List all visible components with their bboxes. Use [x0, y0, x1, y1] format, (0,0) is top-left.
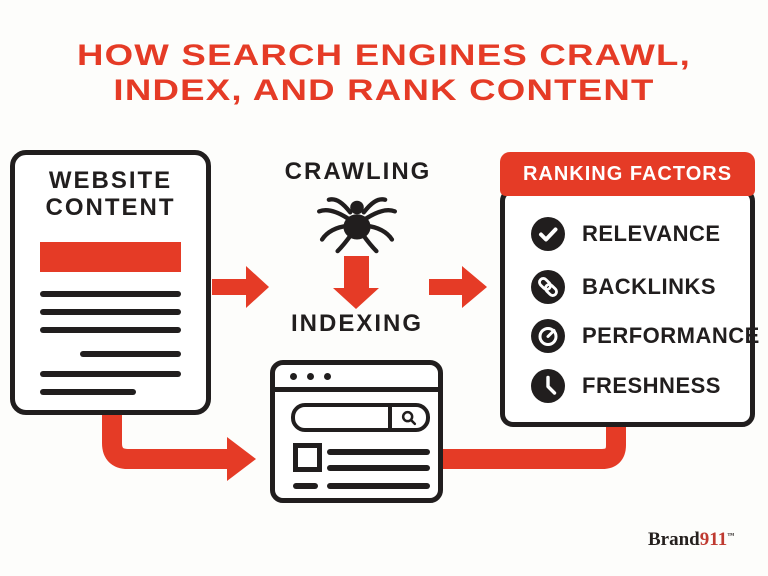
page-title-line2: INDEX, AND RANK CONTENT — [113, 74, 655, 107]
website-card-title-line2: CONTENT — [45, 194, 176, 221]
website-content-card: WEBSITE CONTENT — [10, 150, 211, 415]
arrow-right-icon — [212, 266, 269, 308]
ranking-item-backlinks: BACKLINKS — [531, 270, 716, 304]
ranking-item-label: BACKLINKS — [582, 274, 717, 299]
ranking-item-performance: PERFORMANCE — [531, 319, 760, 353]
text-line — [40, 327, 181, 333]
highlight-bar — [40, 242, 181, 272]
text-line — [40, 309, 181, 315]
thumbnail-square — [293, 443, 322, 472]
search-button — [388, 407, 426, 428]
browser-toolbar-divider — [275, 387, 438, 392]
ranking-item-label: PERFORMANCE — [582, 323, 760, 348]
page-title: HOW SEARCH ENGINES CRAWL, INDEX, AND RAN… — [0, 38, 768, 108]
ranking-item-label: FRESHNESS — [582, 373, 721, 398]
trademark-symbol: ™ — [727, 531, 735, 540]
search-icon — [401, 410, 417, 425]
indexing-label: INDEXING — [290, 310, 424, 337]
arrowhead-right-icon — [227, 437, 256, 481]
website-card-title-line1: WEBSITE — [48, 167, 173, 194]
page-title-line1: HOW SEARCH ENGINES CRAWL, — [76, 39, 692, 72]
text-line — [80, 351, 181, 357]
browser-dots-icon — [290, 373, 331, 380]
text-line — [40, 291, 181, 297]
text-line — [40, 389, 136, 395]
search-bar — [291, 403, 430, 432]
arrow-right-icon — [429, 266, 488, 308]
ranking-item-freshness: FRESHNESS — [531, 369, 721, 403]
brand-name-suffix: 911 — [699, 529, 728, 550]
ranking-factors-header: RANKING FACTORS — [500, 152, 755, 196]
text-line — [327, 483, 430, 489]
arrow-shaft — [344, 256, 369, 288]
link-icon — [531, 270, 565, 304]
flow-connector-left — [102, 408, 256, 481]
brand-logo: Brand911™ — [648, 529, 734, 551]
browser-window-icon — [270, 360, 443, 503]
arrow-head — [462, 266, 487, 308]
text-line — [327, 465, 430, 471]
arrow-shaft — [429, 279, 462, 295]
text-line — [327, 449, 430, 455]
crawling-label: CRAWLING — [284, 158, 432, 185]
arrow-head — [333, 288, 379, 309]
clock-icon — [531, 369, 565, 403]
brand-name-prefix: Brand — [648, 529, 700, 550]
spider-icon — [317, 197, 397, 254]
text-line — [293, 483, 318, 489]
arrow-shaft — [212, 279, 246, 295]
check-icon — [531, 217, 565, 251]
text-line — [40, 371, 181, 377]
website-card-title: WEBSITE CONTENT — [15, 167, 206, 221]
arrow-down-icon — [333, 256, 379, 309]
search-input — [295, 407, 388, 428]
flow-connector-right — [440, 424, 626, 469]
ranking-factors-panel: RELEVANCE BACKLINKS PERFORMANCE — [500, 188, 759, 427]
ranking-item-relevance: RELEVANCE — [531, 217, 721, 251]
ranking-item-label: RELEVANCE — [582, 221, 721, 246]
gauge-icon — [531, 319, 565, 353]
arrow-head — [246, 266, 269, 308]
